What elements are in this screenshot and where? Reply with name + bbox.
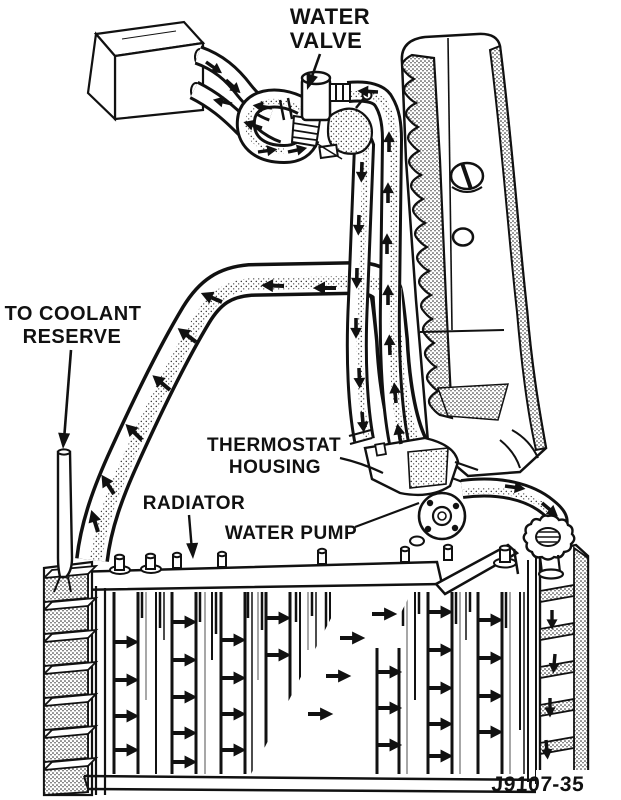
return-hose-clamp — [348, 428, 373, 446]
tube-cluster-over-band — [375, 648, 401, 774]
thermostat-housing-label-line1: THERMOSTAT — [207, 435, 341, 456]
engine-right-edge-strip — [488, 44, 548, 452]
radiator-cap — [522, 514, 576, 580]
coolant-reserve-leader-arrow — [57, 349, 73, 450]
figure-number: J9107-35 — [491, 773, 585, 796]
labels: WATER VALVE TO COOLANT RESERVE THERMOSTA… — [5, 4, 621, 796]
water-valve-leader-arrow — [301, 53, 322, 92]
water-valve-label-line1: WATER — [290, 4, 370, 29]
figure-number-backing — [536, 770, 621, 796]
engine-block-line — [419, 329, 505, 333]
valve-bellows — [290, 114, 322, 148]
coolant-reserve-label-line2: RESERVE — [23, 326, 122, 348]
engine-lower-shading — [436, 383, 510, 421]
housing-bolt — [374, 442, 388, 457]
radiator-top-tank — [70, 543, 520, 596]
pump-boss — [409, 535, 425, 547]
thermostat-housing-label-line2: HOUSING — [229, 457, 321, 478]
valve-right-port — [329, 83, 351, 102]
engine-rib-strip — [400, 53, 454, 420]
thermostat-housing — [348, 428, 479, 497]
tank-fittings — [109, 543, 517, 575]
radiator-bottom-tank — [83, 774, 553, 794]
actuator-stem — [355, 97, 365, 109]
water-valve-label-line2: VALVE — [290, 28, 363, 53]
valve-bracket — [315, 142, 343, 160]
radiator-right-tank — [527, 543, 590, 790]
engine-lower-curves — [499, 429, 539, 469]
vacuum-actuator-bell — [326, 107, 374, 155]
thermostat-housing-leader — [339, 456, 384, 474]
radiator-left-tank — [42, 560, 107, 797]
valve-left-port-clamp — [278, 97, 294, 121]
radiator — [42, 543, 590, 797]
tank-diagonal-brace — [434, 543, 520, 596]
engine-port-hole — [451, 227, 475, 247]
water-pump-leader — [354, 501, 420, 529]
box-top-line — [121, 30, 177, 40]
water-pump — [409, 491, 467, 547]
water-valve-assembly — [278, 70, 374, 160]
coolant-reserve-tube — [53, 448, 74, 593]
radiator-leader-arrow — [186, 514, 199, 560]
oil-cap-slot — [460, 162, 473, 190]
engine-panel-line — [447, 37, 453, 331]
coolant-reserve-label-line1: TO COOLANT — [5, 303, 142, 325]
oil-cap-shadow — [451, 186, 483, 193]
water-pump-label: WATER PUMP — [225, 523, 357, 544]
core-highlight-band — [250, 591, 412, 776]
engine — [400, 32, 548, 478]
cap-hatching — [537, 531, 559, 543]
radiator-label: RADIATOR — [143, 493, 246, 514]
filler-neck — [537, 554, 565, 580]
heater-box — [86, 20, 206, 122]
